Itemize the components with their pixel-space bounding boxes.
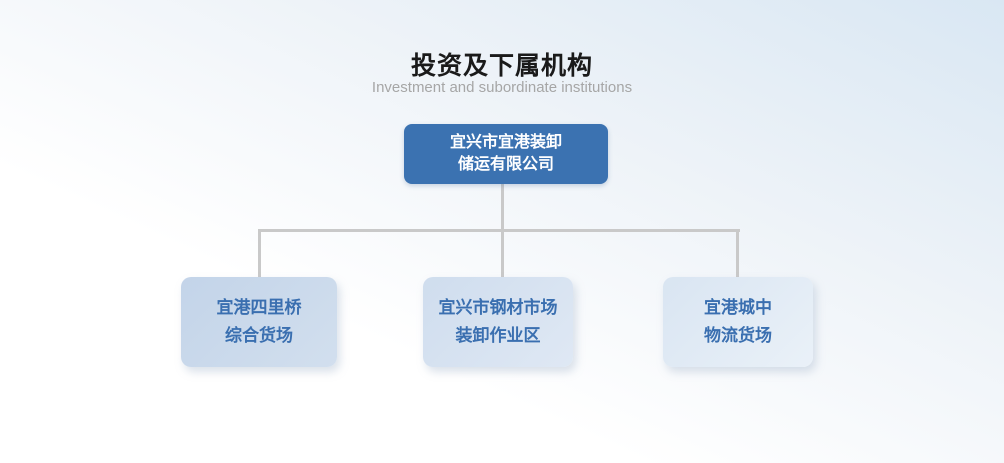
org-node-child-sililiqiao: 宜港四里桥 综合货场 <box>181 277 337 367</box>
org-node-child2-line1: 宜兴市钢材市场 <box>438 298 558 317</box>
org-node-child1-line2: 综合货场 <box>225 326 293 345</box>
page-subtitle: Investment and subordinate institutions <box>371 79 633 96</box>
org-node-root: 宜兴市宜港装卸 储运有限公司 <box>404 124 608 184</box>
org-node-child2-line2: 装卸作业区 <box>455 326 541 345</box>
org-node-root-line2: 储运有限公司 <box>457 156 554 173</box>
connector-stub-left <box>258 229 261 277</box>
org-node-root-line1: 宜兴市宜港装卸 <box>449 134 562 151</box>
connector-stub-right <box>736 229 739 277</box>
org-node-child1-line1: 宜港四里桥 <box>216 298 302 317</box>
org-node-child3-line2: 物流货场 <box>704 326 772 345</box>
org-node-child-chengzhong-logistics: 宜港城中 物流货场 <box>663 277 813 367</box>
connector-root-stem <box>501 184 504 230</box>
connector-stub-middle <box>501 229 504 277</box>
page-title: 投资及下属机构 <box>410 52 593 80</box>
connector-horizontal-bar <box>258 229 740 232</box>
org-node-child-steel-market: 宜兴市钢材市场 装卸作业区 <box>423 277 573 367</box>
org-node-child3-line1: 宜港城中 <box>704 298 772 317</box>
